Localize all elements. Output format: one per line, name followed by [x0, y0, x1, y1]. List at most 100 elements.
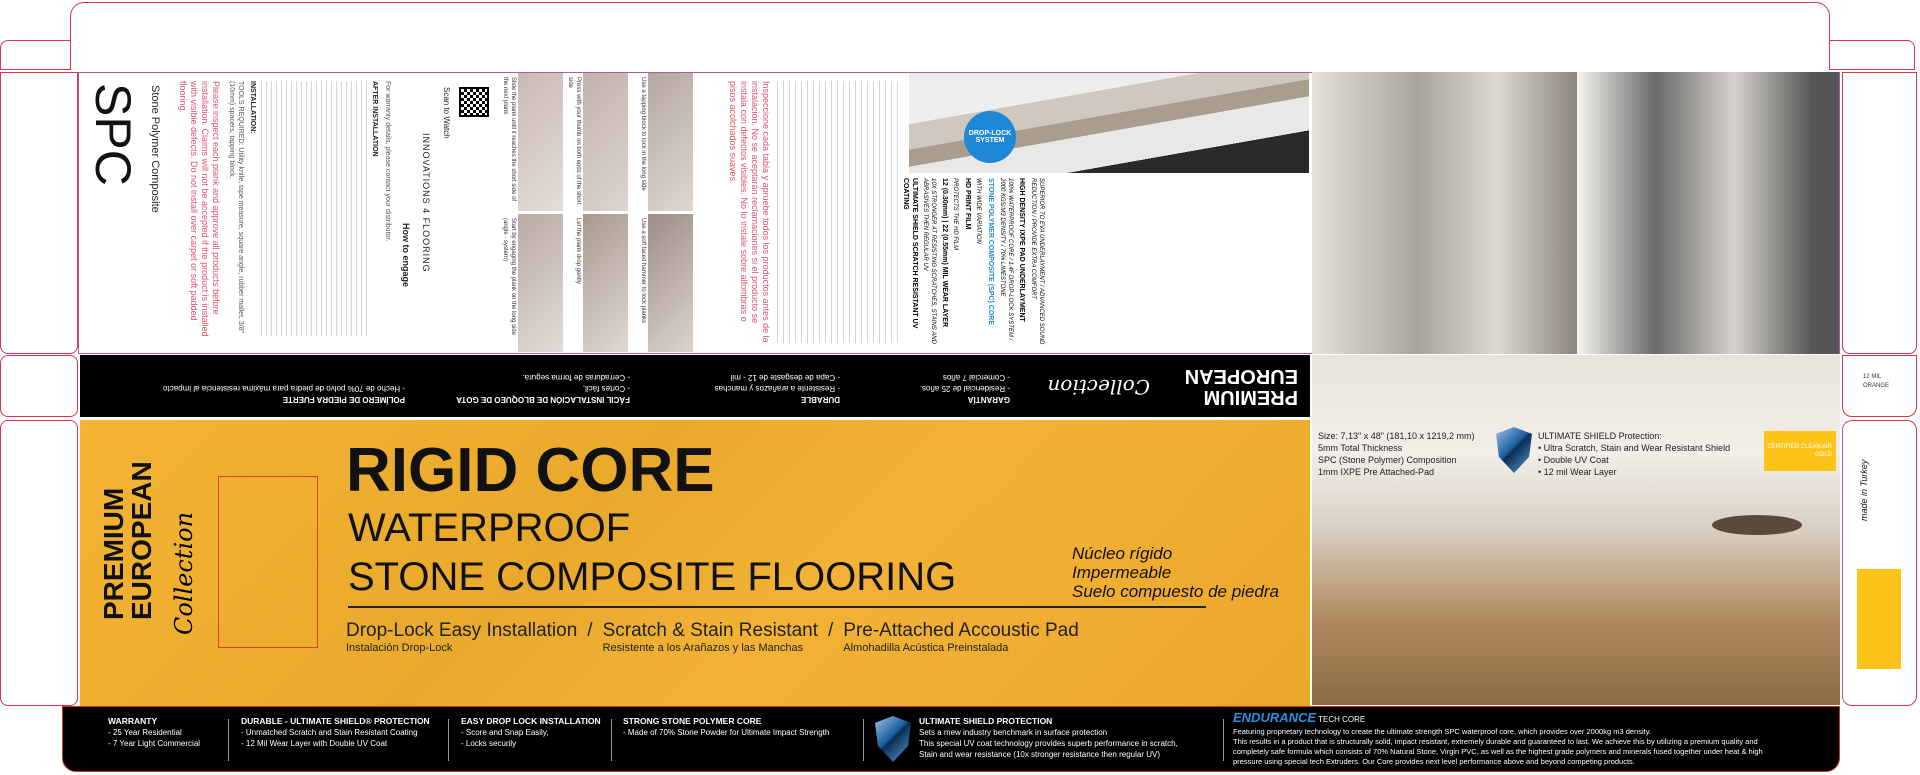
front-brand: PREMIUM EUROPEAN [98, 461, 157, 620]
shield-icon [1496, 427, 1532, 473]
spanish-feature-band: PREMIUM EUROPEAN Collection GARANTÍA- Re… [80, 355, 1310, 417]
step-photo-4 [583, 73, 628, 211]
made-in-turkey-logo: made in Turkey [1859, 459, 1869, 521]
coffee-table [1712, 515, 1802, 535]
divider [348, 606, 1206, 608]
layer-4-desc: 100% WATERPROOF CORE / 1.4F DROP-LOCK SY… [999, 178, 1013, 341]
layer-4-title: STONE POLYMER COMPOSITE (SPC) CORE [987, 178, 994, 326]
band-col-2: FÁCIL INSTALACIÓN DE BLOQUEO DE GOTA- Co… [456, 373, 630, 404]
front-brand-script: Collection [170, 511, 198, 635]
step-photo-6 [648, 73, 693, 211]
divider [448, 719, 449, 761]
shield-icon [875, 716, 911, 762]
step-caption-1: Start by engaging the plank on the long … [502, 218, 516, 336]
band-brand-script: Collection [1047, 375, 1150, 399]
bottom-col-durable: DURABLE - ULTIMATE SHIELD® PROTECTION- U… [241, 716, 430, 748]
band-brand-line2: EUROPEAN [1184, 365, 1298, 387]
layer-3-title: HD PRINT FILM [964, 178, 971, 230]
front-panel: PREMIUM EUROPEAN Collection RIGID CORE W… [80, 420, 1310, 706]
headline: RIGID CORE [346, 436, 715, 505]
layer-5-title: HIGH DENSITY IXPE PAD UNDERLAYMENT [1018, 178, 1025, 322]
after-installation-heading: AFTER INSTALLATION [371, 81, 378, 157]
step-photo-3 [583, 214, 628, 352]
band-col-1: DURABLE- Resistente a arañazos y manchas… [714, 373, 840, 404]
tools-required: TOOLS REQUIRED: Utility knife, tape meas… [228, 81, 244, 334]
spec-list: Size: 7,13" x 48" (181,10 x 1219,2 mm) 5… [1318, 431, 1475, 477]
spanish-warning: Inspeccione cada tabla y apruebe todos l… [728, 81, 771, 343]
front-brand-line1: PREMIUM [98, 487, 129, 620]
instructions-panel: SPC Stone Polymer Composite Please inspe… [78, 72, 1840, 354]
spc-subtitle: Stone Polymer Composite [149, 85, 161, 213]
shield-points: ULTIMATE SHIELD Protection: • Ultra Scra… [1538, 431, 1731, 477]
divider [611, 719, 612, 761]
top-flap [70, 2, 1830, 70]
bottom-col-drop-lock: EASY DROP LOCK INSTALLATION- Score and S… [461, 716, 601, 748]
left-main-flap [0, 420, 78, 706]
band-col-3: POLÍMERO DE PIEDRA FUERTE- Hecho de 70% … [163, 384, 405, 404]
qr-code[interactable] [459, 87, 489, 117]
right-side-flap [1842, 72, 1917, 354]
step-photo-5 [648, 214, 693, 352]
installation-heading: INSTALLATION: [249, 81, 256, 134]
layer-1-desc: 10X STRONGER AT RESISTING SCRATCHES, STA… [922, 178, 936, 344]
bottom-col-core: STRONG STONE POLYMER CORE- Made of 70% S… [623, 716, 830, 737]
engage-title: How to engage [401, 223, 411, 288]
layer-5-desc: SUPERIOR TO EVA UNDERLAYMENT / ADVANCED … [1030, 178, 1044, 345]
separator: / [828, 620, 834, 641]
headline-stone-composite: STONE COMPOSITE FLOORING [348, 555, 957, 599]
endurance-logo: ENDURANCE [1233, 710, 1317, 725]
step-photo-2 [518, 73, 563, 211]
clean-air-gold-badge: CERTIFIED CLEAN AIR GOLD [1764, 431, 1836, 471]
color-label: ORANGE [1863, 383, 1890, 389]
left-flap-top [0, 40, 70, 70]
headline-waterproof: WATERPROOF [348, 506, 631, 550]
mil-label: 12 MIL [1863, 374, 1882, 380]
spc-title: SPC [85, 83, 141, 186]
layer-2-title: 12 (0.30mm) | 22 (0.55mm) MIL WEAR LAYER [941, 178, 948, 328]
left-band-flap [0, 355, 78, 417]
interior-photo-dining [1312, 72, 1577, 354]
step-grid: Start by engaging the plank on the long … [499, 73, 694, 353]
step-caption-4: Press with your thumb on both ends of th… [567, 77, 581, 205]
right-main-flap: made in Turkey [1842, 420, 1917, 706]
spanish-instructions-text [777, 81, 899, 343]
left-side-flap [0, 72, 78, 354]
bottom-feature-band: WARRANTY- 25 Year Residential- 7 Year Li… [62, 706, 1840, 772]
warranty-note: For warranty details, please contact you… [384, 81, 391, 242]
bottom-col-warranty: WARRANTY- 25 Year Residential- 7 Year Li… [108, 716, 201, 748]
step-caption-2: Slide the plank until it reaches the sho… [502, 77, 516, 202]
interior-photo-kitchen [1577, 72, 1839, 354]
certified-badge-side [1857, 569, 1901, 669]
step-photo-1 [518, 214, 563, 352]
step-caption-5: Use a soft faced hammer to lock planks [640, 218, 646, 324]
layer-1-title: ULTIMATE SHIELD SCRATCH RESISTANT UV COA… [902, 178, 918, 329]
divider [863, 719, 864, 761]
step-caption-6: Use a tapping block to lock in the long … [640, 77, 646, 191]
divider [1223, 719, 1224, 761]
bottom-col-endurance: ENDURANCE TECH CORE Featuring proprietar… [1233, 710, 1763, 766]
spanish-headline: Núcleo rígido Impermeable Suelo compuest… [1072, 544, 1279, 601]
layer-2-desc: PROTECTS THE HD FILM [952, 178, 958, 251]
separator: / [587, 620, 593, 641]
brand-logo: INNOVATIONS 4 FLOORING [421, 133, 431, 273]
step-caption-3: Let the plank drop gently [575, 218, 581, 284]
band-col-0: GARANTÍA- Residencial de 25 años.- Comer… [919, 373, 1010, 404]
drop-lock-badge: DROP-LOCK SYSTEM [964, 111, 1016, 163]
band-brand-line1: PREMIUM [1203, 386, 1298, 408]
right-flap-top [1830, 40, 1915, 70]
living-room-photo: Size: 7,13" x 48" (181,10 x 1219,2 mm) 5… [1312, 355, 1840, 705]
right-band-flap: 12 MIL ORANGE [1842, 355, 1917, 417]
layer-3-desc: WITH WIDE VARIATION [975, 178, 981, 244]
band-brand: PREMIUM EUROPEAN [1184, 365, 1298, 408]
warning-text: Please inspect each plank and approve al… [178, 81, 221, 337]
window-cutout [218, 476, 318, 648]
installation-steps-text [261, 81, 367, 336]
divider [228, 719, 229, 761]
front-brand-line2: EUROPEAN [126, 461, 157, 620]
scan-label: Scan to Watch [442, 87, 451, 139]
